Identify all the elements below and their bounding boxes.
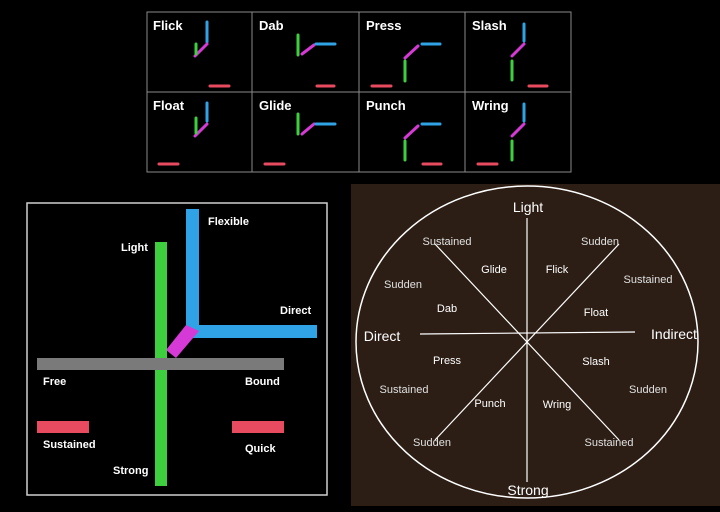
time-label-lower-right: Sustained bbox=[585, 437, 634, 449]
action-press: Press bbox=[433, 355, 462, 367]
action-wring: Wring bbox=[543, 399, 572, 411]
wheel-label-indirect: Indirect bbox=[651, 326, 697, 342]
flexible-bar bbox=[186, 209, 199, 338]
quick-bar bbox=[232, 421, 284, 433]
cell-label-glide: Glide bbox=[259, 98, 292, 113]
cell-label-flick: Flick bbox=[153, 18, 183, 33]
cell-label-wring: Wring bbox=[472, 98, 509, 113]
glyph-slash bbox=[510, 22, 549, 88]
wheel-label-direct: Direct bbox=[364, 328, 401, 344]
wheel-label-light: Light bbox=[513, 199, 543, 215]
direct-bar bbox=[186, 325, 317, 338]
cell-label-punch: Punch bbox=[366, 98, 406, 113]
time-label-left-lower: Sustained bbox=[380, 384, 429, 396]
axes-diagram-frame bbox=[26, 202, 328, 496]
label-strong: Strong bbox=[113, 465, 148, 477]
time-label-upper-right: Sudden bbox=[581, 236, 619, 248]
glyph-dab bbox=[296, 33, 337, 88]
wheel-spokes bbox=[419, 218, 636, 482]
time-label-right-upper: Sustained bbox=[624, 274, 673, 286]
sustained-bar bbox=[37, 421, 89, 433]
label-quick: Quick bbox=[245, 443, 276, 455]
glyph-punch bbox=[403, 122, 443, 166]
label-direct: Direct bbox=[280, 305, 312, 317]
cell-label-float: Float bbox=[153, 98, 185, 113]
cell-label-press: Press bbox=[366, 18, 401, 33]
glyph-glide bbox=[263, 112, 337, 166]
action-glide: Glide bbox=[481, 264, 507, 276]
grid-lines bbox=[146, 11, 572, 173]
glyph-float bbox=[157, 101, 209, 166]
wheel-label-strong: Strong bbox=[507, 482, 548, 498]
label-sustained: Sustained bbox=[43, 439, 96, 451]
diagonal-connector bbox=[166, 325, 199, 358]
label-light: Light bbox=[121, 242, 148, 254]
action-punch: Punch bbox=[474, 398, 505, 410]
label-bound: Bound bbox=[245, 376, 280, 388]
cell-label-dab: Dab bbox=[259, 18, 284, 33]
glyph-press bbox=[370, 42, 442, 88]
time-label-upper-left: Sustained bbox=[423, 236, 472, 248]
action-float: Float bbox=[584, 307, 608, 319]
time-label-left-upper: Sudden bbox=[384, 279, 422, 291]
glyph-wring bbox=[476, 102, 526, 166]
cell-label-slash: Slash bbox=[472, 18, 507, 33]
label-flexible: Flexible bbox=[208, 216, 249, 228]
time-label-lower-left: Sudden bbox=[413, 437, 451, 449]
action-flick: Flick bbox=[546, 264, 569, 276]
action-slash: Slash bbox=[582, 356, 610, 368]
free-bound-bar bbox=[37, 358, 284, 370]
label-free: Free bbox=[43, 376, 66, 388]
glyph-flick bbox=[193, 20, 231, 88]
action-dab: Dab bbox=[437, 303, 457, 315]
time-label-right-lower: Sudden bbox=[629, 384, 667, 396]
